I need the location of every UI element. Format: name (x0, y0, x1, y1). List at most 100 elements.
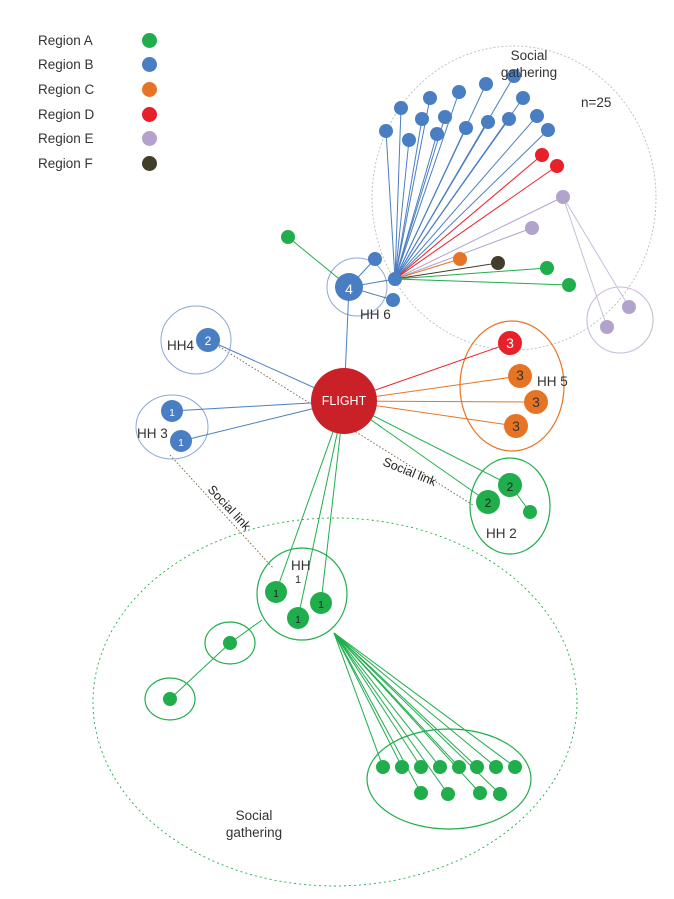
edge (275, 400, 345, 593)
flight-label: FLIGHT (322, 394, 367, 408)
hh3-enclosure (135, 394, 209, 460)
case-node (502, 112, 516, 126)
edge (394, 165, 558, 280)
case-node (504, 414, 528, 438)
case-node (415, 112, 429, 126)
case-node (430, 127, 444, 141)
case-node (368, 252, 382, 266)
legend-label: Region A (38, 32, 93, 48)
case-node (394, 101, 408, 115)
edge (333, 632, 516, 768)
edge (394, 258, 461, 280)
case-node (491, 256, 505, 270)
node-number: 2 (485, 496, 492, 510)
hh4-enclosure (160, 305, 232, 375)
legend-label: Region F (38, 155, 93, 171)
case-node (386, 293, 400, 307)
social-gathering-top-boundary (371, 45, 657, 351)
edge (394, 118, 510, 280)
case-node (388, 272, 402, 286)
case-node (562, 278, 576, 292)
legend-item-region-d: Region D (38, 102, 157, 127)
case-node (265, 581, 287, 603)
edge (333, 632, 441, 768)
edge (394, 127, 467, 280)
node-number: 3 (516, 367, 524, 383)
hh6-label: HH 6 (360, 307, 391, 322)
edge (394, 121, 489, 280)
hh3-label: HH 3 (137, 426, 168, 441)
edge (394, 154, 543, 280)
case-node (489, 760, 503, 774)
case-node (498, 331, 522, 355)
case-node (453, 252, 467, 266)
case-node (379, 124, 393, 138)
node-number: 3 (506, 335, 514, 351)
legend-label: Region C (38, 81, 95, 97)
edge (562, 196, 630, 308)
social-link-line (169, 454, 274, 569)
node-number: 3 (532, 394, 540, 410)
hh4-node (196, 328, 220, 352)
case-node (281, 230, 295, 244)
legend-label: Region B (38, 57, 94, 73)
node-number: 1 (169, 408, 175, 419)
edges (169, 75, 630, 795)
case-node (287, 607, 309, 629)
legend-item-region-f: Region F (38, 151, 157, 176)
edge (394, 118, 423, 280)
case-node (414, 786, 428, 800)
case-node (395, 760, 409, 774)
hh6-node (335, 273, 363, 301)
social-gathering-top-label: gathering (501, 65, 557, 80)
hh5-enclosure (459, 320, 565, 452)
social-gathering-bottom-label: gathering (226, 825, 282, 840)
node-number: 1 (273, 589, 279, 600)
edge (333, 632, 403, 768)
node-numbers: 4 2 1 1 3 3 3 3 2 2 1 1 1 (169, 281, 540, 626)
node-number: 1 (178, 438, 184, 449)
social-link-label: Social link (381, 455, 439, 489)
case-node (452, 760, 466, 774)
hh6-enclosure (326, 257, 388, 317)
social-link-label: Social link (205, 482, 254, 533)
legend: Region A Region B Region C Region D Regi… (38, 28, 157, 176)
edge (394, 115, 538, 280)
edge (320, 400, 345, 604)
case-node (476, 490, 500, 514)
case-node (433, 760, 447, 774)
edge (394, 278, 570, 286)
edge (394, 139, 410, 280)
case-node (493, 787, 507, 801)
case-node (600, 320, 614, 334)
case-node (530, 109, 544, 123)
legend-swatch (142, 131, 157, 147)
edge (333, 632, 384, 768)
case-node (540, 261, 554, 275)
edge (394, 196, 564, 280)
legend-label: Region E (38, 131, 94, 147)
case-node (310, 592, 332, 614)
social-gathering-bottom-label: Social (236, 808, 273, 823)
case-node (459, 121, 473, 135)
case-node (535, 148, 549, 162)
case-node (481, 115, 495, 129)
hh1-label: HH (291, 558, 311, 573)
legend-swatch (142, 32, 157, 48)
edge (394, 107, 402, 280)
case-node (556, 190, 570, 204)
case-node (508, 364, 532, 388)
case-node (541, 123, 555, 137)
edge (394, 267, 548, 280)
edge (169, 642, 231, 700)
node-number: 1 (295, 615, 301, 626)
hh1-enclosure (256, 547, 348, 641)
case-node (470, 760, 484, 774)
case-node (550, 159, 564, 173)
case-node (525, 221, 539, 235)
hh5-label: HH 5 (537, 374, 568, 389)
case-node (170, 430, 192, 452)
node-number: 3 (512, 418, 520, 434)
legend-swatch (142, 106, 157, 122)
hh2-label: HH 2 (486, 526, 517, 541)
